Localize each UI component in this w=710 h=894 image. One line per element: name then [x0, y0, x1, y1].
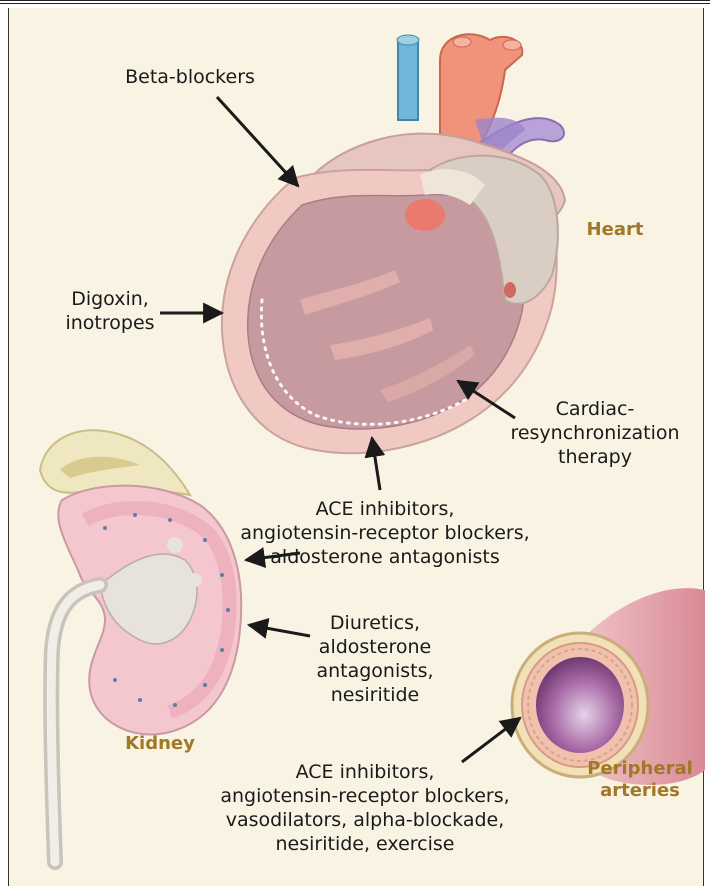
label-ace-inhibitors-arteries: ACE inhibitors, angiotensin-receptor blo… — [215, 760, 515, 856]
artery-illustration — [512, 588, 705, 785]
heart-illustration — [222, 34, 565, 453]
label-ace-inhibitors-heart-kidney: ACE inhibitors, angiotensin-receptor blo… — [235, 497, 535, 569]
label-heart: Heart — [575, 219, 655, 241]
label-digoxin-inotropes: Digoxin, inotropes — [50, 287, 170, 335]
kidney-illustration — [40, 430, 241, 862]
arrow-diuretics — [249, 625, 310, 636]
artery-lumen — [536, 657, 624, 753]
arrow-ace-arteries — [462, 718, 520, 762]
label-peripheral-arteries: Peripheral arteries — [585, 758, 695, 802]
vena-cava — [398, 40, 418, 120]
label-diuretics: Diuretics, aldosterone antagonists, nesi… — [305, 611, 445, 707]
label-beta-blockers: Beta-blockers — [115, 65, 265, 89]
label-kidney: Kidney — [110, 733, 210, 755]
label-cardiac-resynchronization: Cardiac- resynchronization therapy — [495, 397, 695, 469]
arrow-beta-blockers — [217, 97, 298, 186]
